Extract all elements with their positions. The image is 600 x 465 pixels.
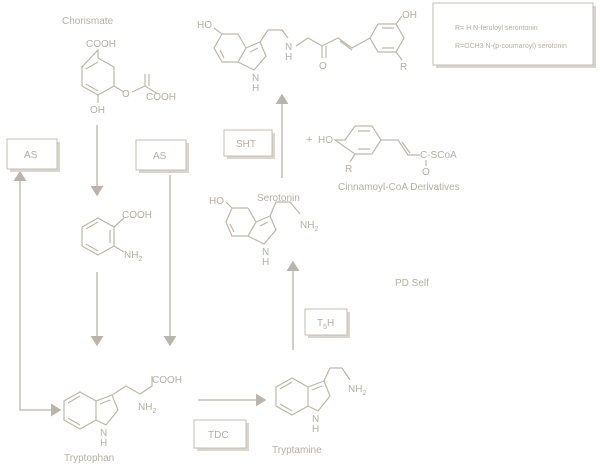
anthranilate-nh2: NH2 bbox=[124, 250, 142, 263]
reaction-arrows bbox=[13, 93, 300, 417]
chorismate-oh: OH bbox=[90, 105, 105, 116]
cinnamoyl-label: Cinnamoyl-CoA Derivatives bbox=[338, 182, 460, 193]
pd-self-note: PD Self bbox=[395, 278, 429, 289]
enzyme-as-left: AS bbox=[6, 138, 60, 172]
tryptamine-nh2: NH2 bbox=[348, 384, 366, 397]
tryptophan-structure: COOH NH2 N H Tryptophan bbox=[63, 375, 182, 464]
chorismate-cooh: COOH bbox=[86, 39, 116, 50]
chorismate-o: O bbox=[122, 89, 130, 100]
enzyme-as-right-label: AS bbox=[153, 151, 167, 162]
tryptophan-cooh: COOH bbox=[152, 375, 182, 386]
legend-line-1: R= H N-feruloyl serontonin bbox=[455, 25, 538, 32]
cinnamoyl-coa-structure: + HO C-SCoA R O Cinnamoyl-CoA Derivative… bbox=[306, 125, 460, 193]
product-n: N bbox=[252, 73, 259, 84]
serotonin-structure: Serotonin HO NH2 N H bbox=[209, 193, 318, 268]
chorismate-label: Chorismate bbox=[62, 16, 114, 27]
enzyme-sht: SHT bbox=[223, 129, 275, 159]
cinnamoyl-scoa: C-SCoA bbox=[420, 150, 457, 161]
enzyme-sht-label: SHT bbox=[236, 139, 256, 150]
tryptophan-nh2: NH2 bbox=[138, 402, 156, 415]
anthranilate-structure: COOH NH2 bbox=[81, 210, 152, 263]
product-h: H bbox=[252, 83, 259, 94]
tryptamine-structure: NH2 N H Tryptamine bbox=[272, 367, 366, 456]
tryptamine-label: Tryptamine bbox=[272, 445, 322, 456]
tryptamine-n: N bbox=[312, 414, 319, 425]
anthranilate-cooh: COOH bbox=[122, 210, 152, 221]
cinnamoyl-r: R bbox=[345, 164, 352, 175]
serotonin-label: Serotonin bbox=[257, 193, 300, 204]
arrow-left-to-tryptophan bbox=[19, 403, 62, 417]
tryptophan-n: N bbox=[100, 428, 107, 439]
enzyme-tdc: TDC bbox=[193, 419, 249, 451]
tryptamine-h: H bbox=[312, 424, 319, 435]
serotonin-ho: HO bbox=[209, 196, 224, 207]
product-amide-n: N bbox=[285, 42, 292, 53]
chorismate-structure: Chorismate COOH O COOH OH bbox=[62, 16, 176, 116]
product-structure: HO N H O N H OH R bbox=[197, 10, 417, 94]
cinnamoyl-ho: HO bbox=[318, 135, 333, 146]
product-amide-h: H bbox=[285, 52, 292, 63]
chorismate-cooh-side: COOH bbox=[146, 92, 176, 103]
product-o: O bbox=[319, 61, 327, 72]
product-r: R bbox=[400, 62, 407, 73]
product-ho: HO bbox=[197, 20, 212, 31]
legend-line-2: R=OCH3 N-(p-coumaroyl) serotonin bbox=[455, 43, 567, 50]
serotonin-nh2: NH2 bbox=[300, 220, 318, 233]
enzyme-t5h-label: T5H bbox=[317, 318, 334, 331]
enzyme-as-right: AS bbox=[135, 139, 189, 173]
serotonin-n: N bbox=[262, 247, 269, 258]
enzyme-tdc-label: TDC bbox=[208, 430, 229, 441]
tryptophan-label: Tryptophan bbox=[64, 453, 114, 464]
legend-box: R= H N-feruloyl serontonin R=OCH3 N-(p-c… bbox=[432, 2, 596, 68]
enzyme-as-left-label: AS bbox=[24, 150, 38, 161]
serotonin-h: H bbox=[262, 257, 269, 268]
product-oh: OH bbox=[402, 10, 417, 21]
cinnamoyl-o: O bbox=[422, 167, 430, 178]
tryptophan-h: H bbox=[100, 438, 107, 449]
enzyme-t5h: T5H bbox=[304, 308, 350, 338]
plus-sign: + bbox=[306, 134, 312, 146]
